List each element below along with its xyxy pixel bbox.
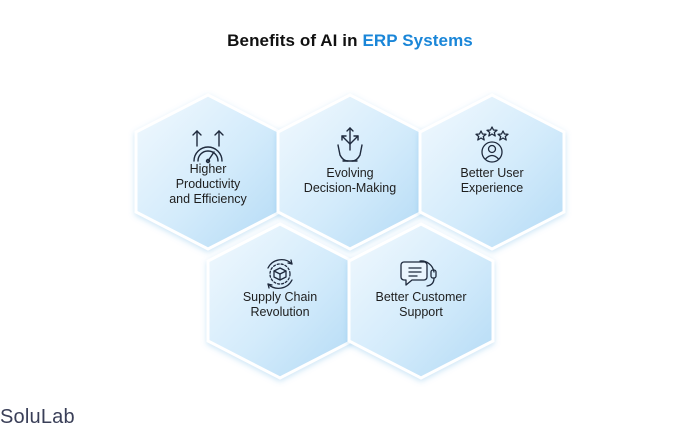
benefit-line: Higher	[189, 162, 227, 176]
hexagon-customer-support	[347, 222, 495, 380]
benefit-label-productivity: Higher Productivity and Efficiency	[148, 162, 268, 207]
benefit-line: Evolving	[326, 166, 374, 180]
benefit-line: Better User	[460, 166, 524, 180]
benefit-line: Decision-Making	[303, 181, 397, 195]
benefit-line: Better Customer	[375, 290, 467, 304]
benefit-line: Supply Chain	[242, 290, 318, 304]
benefit-label-supply-chain: Supply Chain Revolution	[220, 290, 340, 320]
benefit-line: and Efficiency	[169, 192, 247, 206]
hexagon-user-experience	[418, 93, 566, 251]
user-experience-icon	[475, 126, 509, 163]
decision-making-icon	[337, 127, 363, 162]
benefit-line: Support	[399, 305, 443, 319]
benefit-line: Revolution	[250, 305, 310, 319]
page-title: Benefits of AI in ERP Systems	[0, 31, 700, 51]
customer-support-icon	[400, 260, 437, 287]
productivity-gauge-icon	[192, 130, 224, 164]
supply-chain-icon	[267, 259, 293, 289]
title-highlight: ERP Systems	[362, 31, 473, 50]
benefit-line: Productivity	[175, 177, 241, 191]
title-prefix: Benefits of AI in	[227, 31, 363, 50]
benefit-line: Experience	[460, 181, 524, 195]
benefit-label-customer-support: Better Customer Support	[361, 290, 481, 320]
brand-logo: SoluLab	[0, 406, 75, 428]
benefit-label-decision-making: Evolving Decision-Making	[290, 166, 410, 196]
benefit-label-user-experience: Better User Experience	[432, 166, 552, 196]
